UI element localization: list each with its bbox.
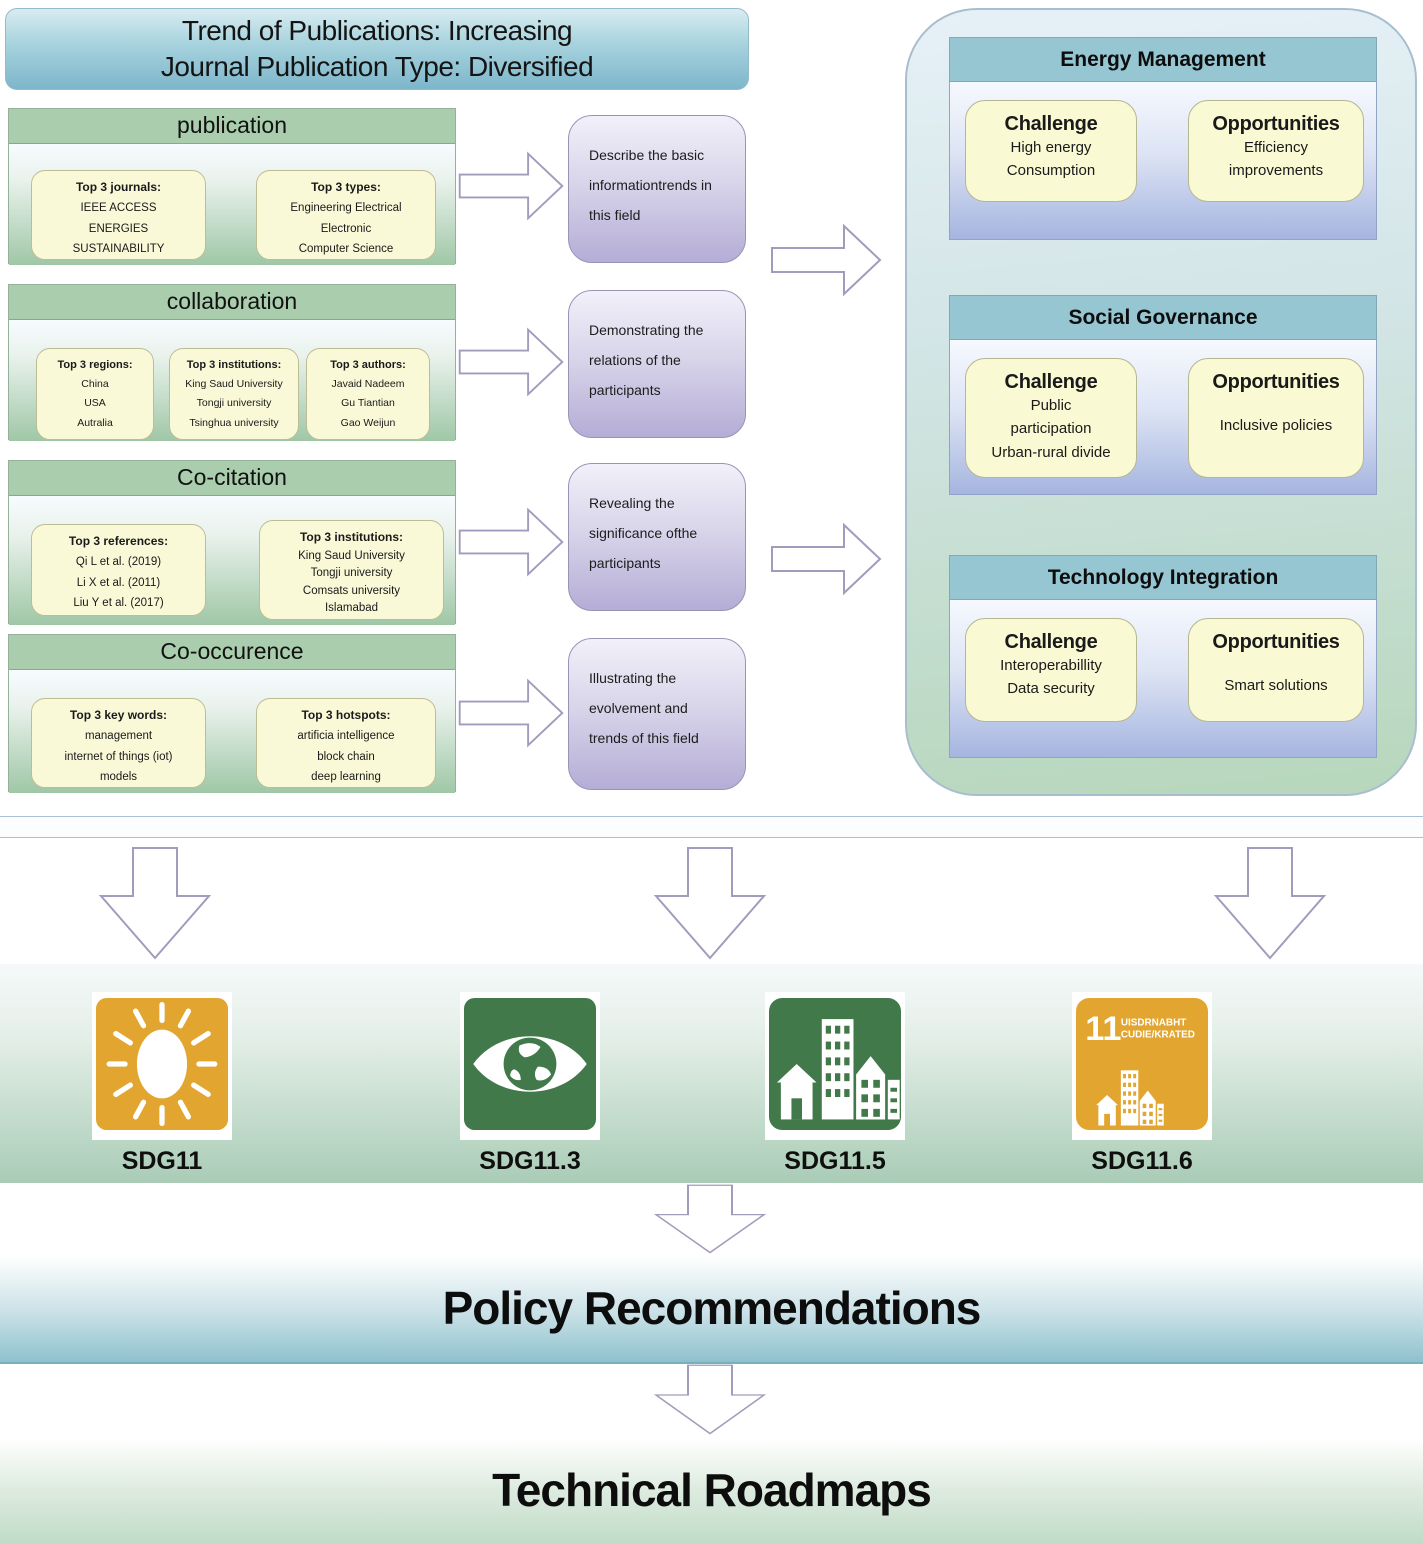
top3-types-box: Top 3 types: Engineering Electrical Elec…	[256, 170, 436, 260]
note-evolvement: Illustrating the evolvement and trends o…	[568, 638, 746, 790]
energy-management-section: Energy Management Challenge High energy …	[949, 37, 1377, 240]
social-governance-section: Social Governance Challenge Public parti…	[949, 295, 1377, 495]
technology-opportunities-box: Opportunities Smart solutions	[1188, 618, 1364, 722]
section-co-occurence: Co-occurence Top 3 key words: management…	[8, 634, 456, 793]
sdg11-5-card	[765, 992, 905, 1140]
sdg11-5-item: SDG11.5	[765, 992, 905, 1176]
svg-text:CUDIE/KRATED: CUDIE/KRATED	[1121, 1030, 1195, 1041]
social-opportunities-box: Opportunities Inclusive policies	[1188, 358, 1364, 478]
right-arrow-icon	[458, 327, 564, 397]
top3-regions-box: Top 3 regions: China USA Autralia	[36, 348, 154, 440]
note-relations: Demonstrating the relations of the parti…	[568, 290, 746, 438]
sdg11-6-card: 11 UISDRNABHT CUDIE/KRATED	[1072, 992, 1212, 1140]
top3-authors-box: Top 3 authors: Javaid Nadeem Gu Tiantian…	[306, 348, 430, 440]
publications-trend-banner: Trend of Publications: Increasing Journa…	[5, 8, 749, 90]
sdg11-6-item: 11 UISDRNABHT CUDIE/KRATED	[1072, 992, 1212, 1176]
section-publication: publication Top 3 journals: IEEE ACCESS …	[8, 108, 456, 265]
top3-institutions-box: Top 3 institutions: King Saud University…	[169, 348, 299, 440]
sdg11-card	[92, 992, 232, 1140]
top3-keywords-box: Top 3 key words: management internet of …	[31, 698, 206, 788]
social-challenge-box: Challenge Public participation Urban-rur…	[965, 358, 1137, 478]
note-significance: Revealing the significance ofthe partici…	[568, 463, 746, 611]
right-arrow-icon	[458, 151, 564, 221]
right-arrow-icon	[458, 678, 564, 748]
technology-integration-title: Technology Integration	[949, 555, 1377, 600]
right-arrow-icon	[771, 223, 882, 297]
section-co-citation-title: Co-citation	[9, 461, 455, 496]
sdg11-5-label: SDG11.5	[784, 1147, 886, 1175]
energy-opportunities-box: Opportunities Efficiency improvements	[1188, 100, 1364, 202]
right-arrow-icon	[458, 507, 564, 577]
right-arrow-icon	[771, 522, 882, 596]
section-co-occurence-title: Co-occurence	[9, 635, 455, 670]
section-collaboration: collaboration Top 3 regions: China USA A…	[8, 284, 456, 441]
down-arrow-icon	[653, 1184, 767, 1254]
energy-management-title: Energy Management	[949, 37, 1377, 82]
sdg11-3-label: SDG11.3	[479, 1147, 581, 1175]
sdg11-3-item: SDG11.3	[460, 992, 600, 1176]
technology-integration-section: Technology Integration Challenge Interop…	[949, 555, 1377, 758]
down-arrow-icon	[653, 1364, 767, 1435]
technical-roadmaps-banner: Technical Roadmaps	[0, 1438, 1423, 1544]
down-arrow-icon	[98, 847, 212, 960]
svg-text:11: 11	[1085, 1010, 1121, 1048]
sdg11-goal-icon: 11 UISDRNABHT CUDIE/KRATED	[1076, 998, 1208, 1130]
energy-challenge-box: Challenge High energy Consumption	[965, 100, 1137, 202]
top3-cocited-institutions-box: Top 3 institutions: King Saud University…	[259, 520, 444, 620]
horizontal-divider	[0, 816, 1423, 838]
type-line: Journal Publication Type: Diversified	[160, 51, 594, 82]
section-publication-title: publication	[9, 109, 455, 144]
sdg11-item: SDG11	[92, 992, 232, 1176]
city-buildings-icon	[769, 998, 901, 1130]
policy-recommendations-banner: Policy Recommendations	[0, 1256, 1423, 1364]
down-arrow-icon	[653, 847, 767, 960]
top3-journals-box: Top 3 journals: IEEE ACCESS ENERGIES SUS…	[31, 170, 206, 260]
sun-icon	[96, 998, 228, 1130]
technology-challenge-box: Challenge Interoperabillity Data securit…	[965, 618, 1137, 722]
eye-globe-icon	[464, 998, 596, 1130]
trend-line: Trend of Publications: Increasing	[181, 15, 573, 46]
sdg11-3-card	[460, 992, 600, 1140]
sdg11-6-label: SDG11.6	[1091, 1147, 1193, 1175]
section-co-citation: Co-citation Top 3 references: Qi L et al…	[8, 460, 456, 625]
sdg-band: SDG11 SDG11.3	[0, 964, 1423, 1183]
social-governance-title: Social Governance	[949, 295, 1377, 340]
svg-text:UISDRNABHT: UISDRNABHT	[1121, 1018, 1186, 1029]
challenges-opportunities-panel: Energy Management Challenge High energy …	[905, 8, 1417, 796]
top3-hotspots-box: Top 3 hotspots: artificia intelligence b…	[256, 698, 436, 788]
top3-references-box: Top 3 references: Qi L et al. (2019) Li …	[31, 524, 206, 616]
down-arrow-icon	[1213, 847, 1327, 960]
sdg11-label: SDG11	[121, 1147, 203, 1175]
city-buildings-glyph	[1096, 1070, 1164, 1126]
note-basic-information: Describe the basic informationtrends in …	[568, 115, 746, 263]
section-collaboration-title: collaboration	[9, 285, 455, 320]
